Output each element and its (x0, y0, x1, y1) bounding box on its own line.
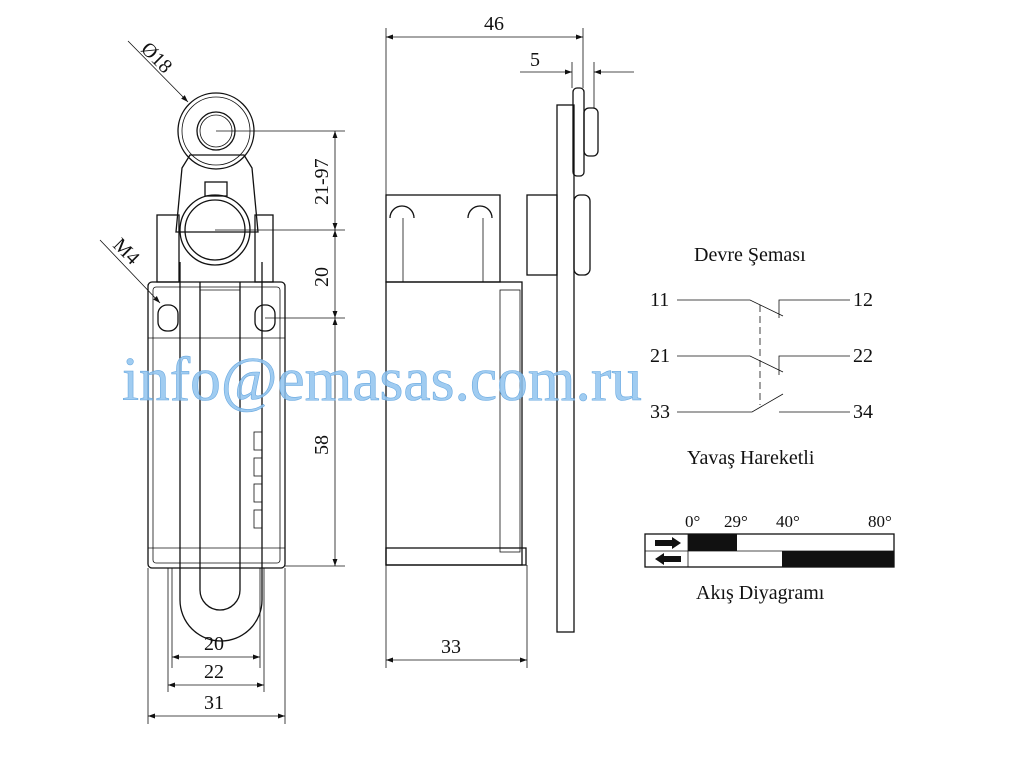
angle-29: 29° (724, 512, 748, 531)
angle-0: 0° (685, 512, 700, 531)
arrow-right-icon (655, 537, 681, 549)
angle-80: 80° (868, 512, 892, 531)
flow-title: Akış Diyagramı (696, 582, 825, 604)
circuit-title: Devre Şeması (694, 244, 806, 266)
terminal-33: 33 (650, 401, 670, 423)
circuit-diagram: Devre Şeması 11 12 21 22 33 34 Yavaş Har… (650, 244, 873, 469)
forward-closed-bar (688, 534, 737, 551)
terminal-12: 12 (853, 289, 873, 311)
dim-depth-label: 33 (441, 636, 461, 658)
side-dimensions: 46 5 33 (385, 13, 634, 668)
terminal-21: 21 (650, 345, 670, 367)
return-closed-bar (782, 551, 894, 567)
dim-lever-label: 21-97 (311, 158, 333, 205)
dim-slot-label: 20 (204, 633, 224, 655)
flow-diagram: 0° 29° 40° 80° Akış Diyagramı (644, 512, 895, 604)
side-view (385, 87, 599, 633)
terminal-34: 34 (853, 401, 873, 423)
watermark: info@emasas.com.ru (122, 346, 642, 414)
dim-width-label: 31 (204, 692, 224, 714)
switch-action-label: Yavaş Hareketli (687, 447, 815, 469)
dim-pivot-label: 20 (311, 267, 333, 287)
dim-total-label: 46 (484, 13, 504, 35)
arrow-left-icon (655, 553, 681, 565)
terminal-22: 22 (853, 345, 873, 367)
dim-height-label: 58 (311, 435, 333, 455)
angle-40: 40° (776, 512, 800, 531)
dim-lever-offset-label: 5 (530, 49, 540, 71)
roller-diameter-label: Ø18 (136, 38, 176, 78)
terminal-11: 11 (650, 289, 669, 311)
dim-holes-label: 22 (204, 661, 224, 683)
thread-label: M4 (108, 234, 143, 269)
